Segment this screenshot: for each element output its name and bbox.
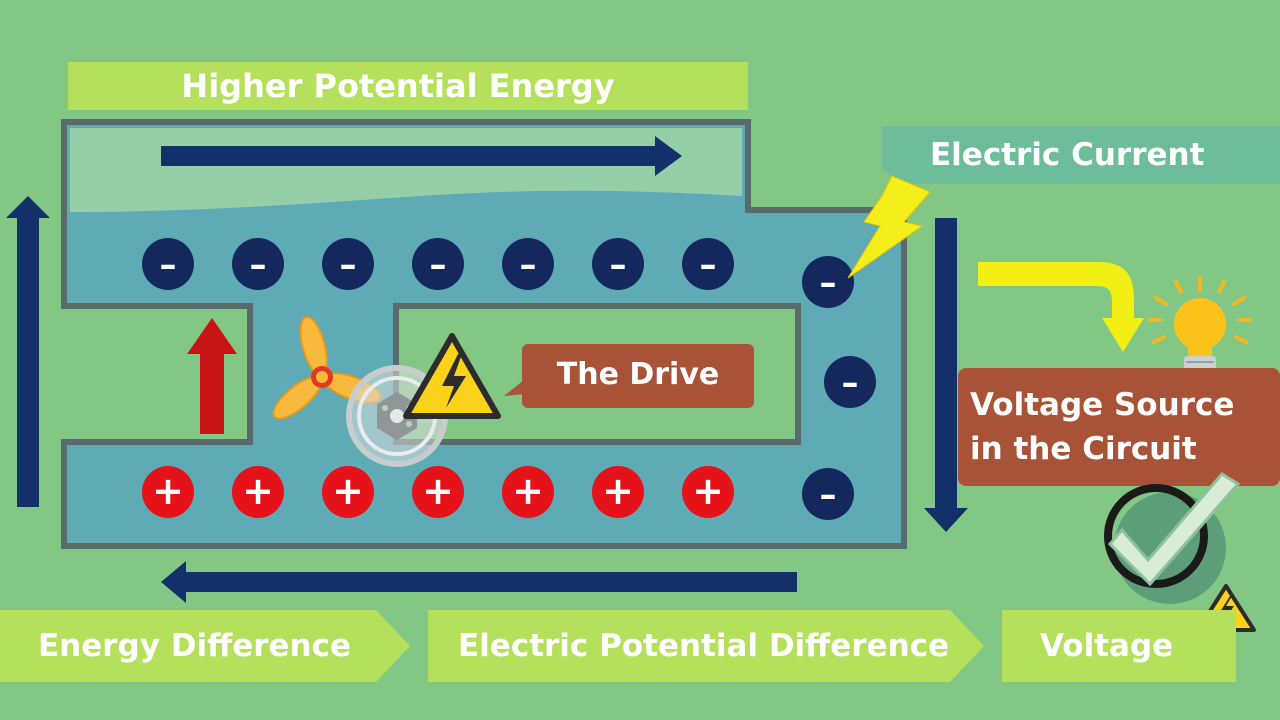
positive-charges-bottom: + + + + + + + <box>142 466 734 518</box>
positive-charge: + <box>412 466 464 518</box>
red-up-arrow <box>187 318 237 434</box>
check-mark-icon <box>1104 472 1241 604</box>
pipe-loop <box>64 122 904 546</box>
electric-current-label: Electric Current <box>930 137 1205 173</box>
positive-charge-symbol: + <box>512 469 544 513</box>
right-down-arrow <box>924 218 968 532</box>
positive-charge: + <box>142 466 194 518</box>
negative-charge: – <box>502 238 554 290</box>
negative-charge-symbol: – <box>160 245 177 285</box>
negative-charge: – <box>824 356 876 408</box>
negative-charge-symbol: – <box>250 245 267 285</box>
positive-charge: + <box>502 466 554 518</box>
propeller-icon <box>272 315 382 420</box>
voltage-source-label: Voltage Source in the Circuit <box>970 387 1235 467</box>
negative-charge: – <box>322 238 374 290</box>
positive-charge-symbol: + <box>152 469 184 513</box>
negative-charge-symbol: – <box>430 245 447 285</box>
voltage-bar <box>1002 610 1236 682</box>
negative-charge-symbol: – <box>700 245 717 285</box>
negative-charge: – <box>802 256 854 308</box>
energy-difference-label: Energy Difference <box>38 628 352 664</box>
positive-charge-symbol: + <box>602 469 634 513</box>
the-drive-box <box>504 344 754 408</box>
negative-charges-top: ––––––– <box>142 238 734 290</box>
negative-charge: – <box>142 238 194 290</box>
top-right-arrow <box>161 136 682 176</box>
positive-charge: + <box>232 466 284 518</box>
bottom-left-arrow <box>161 561 797 603</box>
negative-charge-symbol: – <box>820 475 837 515</box>
negative-charge: – <box>682 238 734 290</box>
negative-charge-symbol: – <box>820 263 837 303</box>
electric-current-bar <box>882 126 1280 184</box>
positive-charge-symbol: + <box>332 469 364 513</box>
left-up-arrow <box>6 196 50 507</box>
title-bar <box>68 62 748 110</box>
positive-charge: + <box>682 466 734 518</box>
positive-charge-symbol: + <box>692 469 724 513</box>
voltage-label: Voltage <box>1040 628 1174 664</box>
energy-difference-bar <box>0 610 410 682</box>
warning-icon <box>403 333 501 419</box>
positive-charge: + <box>322 466 374 518</box>
negative-charge-symbol: – <box>610 245 627 285</box>
higher-potential-energy-label: Higher Potential Energy <box>181 67 615 105</box>
positive-charge: + <box>592 466 644 518</box>
negative-charge-symbol: – <box>842 363 859 403</box>
negative-charge: – <box>412 238 464 290</box>
negative-charge: – <box>592 238 644 290</box>
lightning-bolt-icon <box>847 175 931 279</box>
positive-charge-symbol: + <box>422 469 454 513</box>
negative-charge: – <box>232 238 284 290</box>
electric-potential-difference-bar <box>428 610 984 682</box>
the-drive-label: The Drive <box>556 357 720 392</box>
positive-charge-symbol: + <box>242 469 274 513</box>
negative-charge-symbol: – <box>520 245 537 285</box>
yellow-bent-arrow <box>978 262 1144 352</box>
voltage-source-box <box>958 368 1280 486</box>
negative-charges-right: – – – <box>802 256 876 520</box>
electric-potential-difference-label: Electric Potential Difference <box>458 628 950 664</box>
negative-charge: – <box>802 468 854 520</box>
negative-charge-symbol: – <box>340 245 357 285</box>
